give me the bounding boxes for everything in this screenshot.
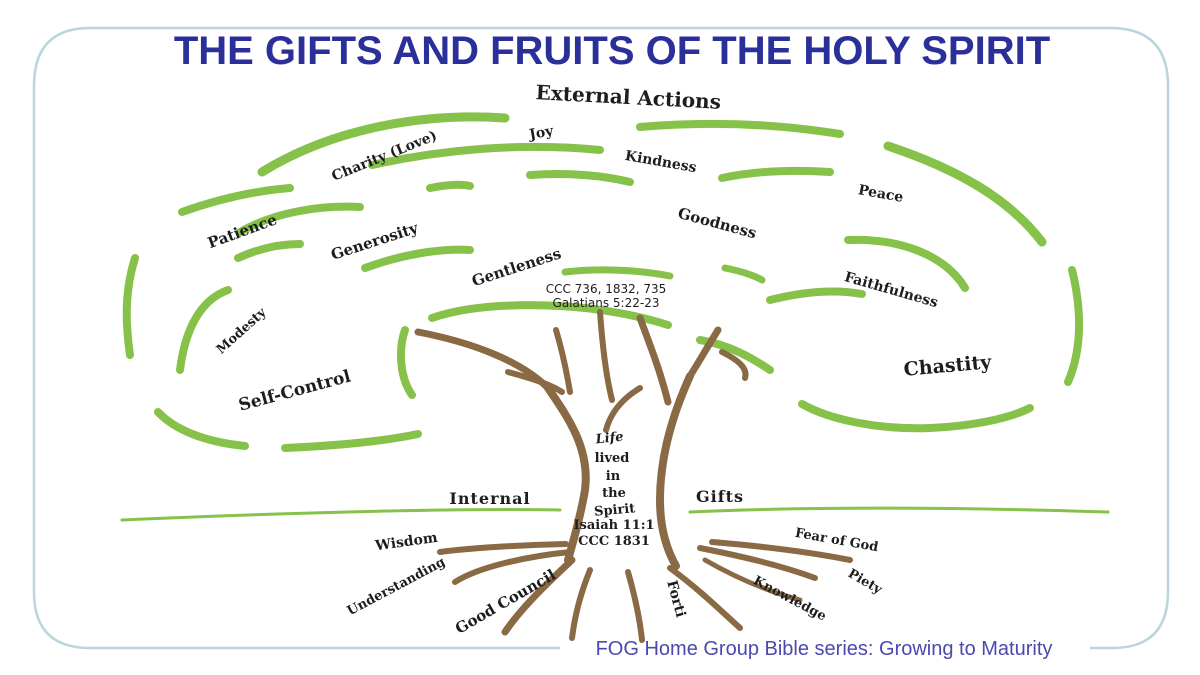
- gifts-label: Gifts: [696, 487, 744, 506]
- trunk-reference-isaiah: Isaiah 11:1: [573, 518, 654, 533]
- internal-label: Internal: [449, 489, 530, 508]
- slide-frame: [32, 26, 1170, 650]
- trunk-line-lived: lived: [595, 451, 630, 466]
- canopy-strokes: [122, 112, 1084, 452]
- external-actions-heading: External Actions: [535, 80, 721, 114]
- gift-fortitude: Forti: [663, 579, 688, 620]
- tree-trunk: [414, 309, 749, 570]
- ground-line: [120, 506, 1110, 522]
- tree-roots: [437, 539, 853, 643]
- fruit-reference-ccc: CCC 736, 1832, 735: [546, 282, 667, 296]
- fruit-goodness: Goodness: [676, 204, 759, 242]
- page-title: THE GIFTS AND FRUITS OF THE HOLY SPIRIT: [174, 29, 1050, 73]
- gift-knowledge: Knowledge: [751, 573, 829, 624]
- trunk-line-life: Life: [594, 430, 624, 448]
- gift-piety: Piety: [845, 566, 885, 597]
- fruit-reference-galatians: Galatians 5:22-23: [553, 296, 660, 310]
- footer-series-caption: FOG Home Group Bible series: Growing to …: [596, 638, 1053, 660]
- trunk-line-in: in: [606, 469, 621, 484]
- fruit-joy: Joy: [526, 123, 555, 143]
- fruit-chastity: Chastity: [903, 351, 993, 381]
- trunk-reference-ccc: CCC 1831: [578, 534, 650, 549]
- gift-understanding: Understanding: [345, 555, 448, 619]
- fruit-self-control: Self-Control: [237, 366, 354, 415]
- fruit-modesty: Modesty: [214, 305, 270, 357]
- trunk-line-spirit: Spirit: [594, 501, 636, 520]
- trunk-line-the: the: [602, 486, 626, 501]
- trunk-text: Life lived in the Spirit Isaiah 11:1 CCC…: [573, 430, 654, 549]
- fruit-kindness: Kindness: [624, 148, 698, 176]
- fruit-peace: Peace: [857, 182, 905, 206]
- gift-wisdom: Wisdom: [373, 530, 438, 555]
